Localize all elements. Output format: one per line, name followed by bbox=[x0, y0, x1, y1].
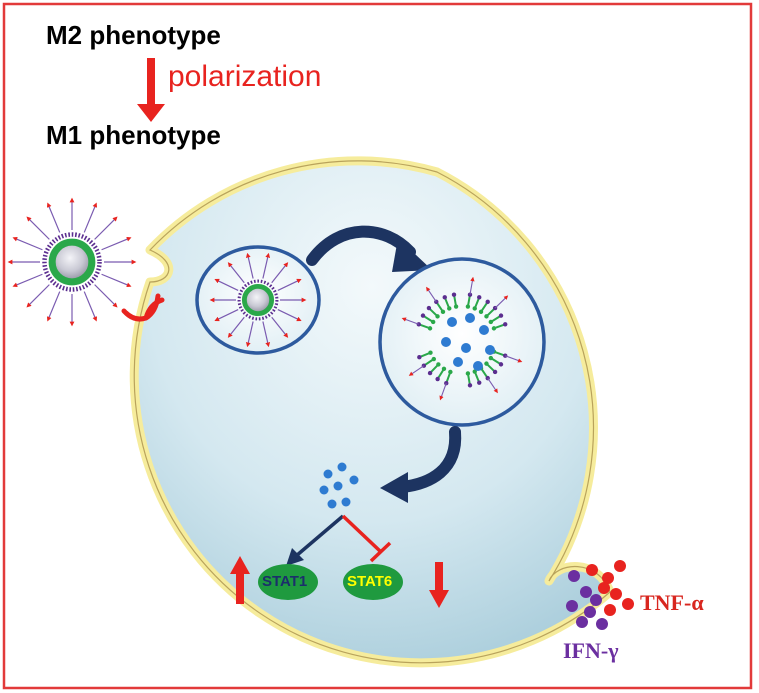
polarization-label: polarization bbox=[168, 60, 322, 93]
stat6-inhibition-icon bbox=[341, 514, 392, 563]
cell-membrane-edge bbox=[133, 160, 611, 664]
stat1-activation-arrow-icon bbox=[286, 514, 345, 566]
drug-release-arrow-icon bbox=[380, 426, 462, 503]
m1-phenotype-label: M1 phenotype bbox=[46, 120, 221, 150]
released-drug-dots bbox=[319, 462, 359, 509]
nanoparticle-extracellular-icon bbox=[7, 197, 137, 327]
lysosome-vesicle bbox=[378, 257, 546, 427]
nanoparticle-internalized-icon bbox=[209, 252, 307, 348]
polarization-arrow-icon bbox=[137, 58, 165, 122]
cytokine-cluster bbox=[566, 560, 634, 630]
m2-phenotype-label: M2 phenotype bbox=[46, 20, 221, 50]
stat6-label: STAT6 bbox=[347, 573, 393, 590]
down-arrow-icon bbox=[429, 562, 449, 608]
up-arrow-icon bbox=[230, 556, 250, 604]
tnf-alpha-label: TNF-α bbox=[640, 590, 704, 615]
stat1-node bbox=[258, 564, 318, 600]
stat6-node bbox=[343, 564, 403, 600]
ifn-gamma-label: IFN-γ bbox=[563, 638, 619, 663]
stat1-label: STAT1 bbox=[262, 573, 308, 590]
nanoparticle-disassembly-icon bbox=[401, 276, 523, 401]
receptor-icon bbox=[121, 293, 165, 322]
trafficking-arrow-icon bbox=[306, 225, 432, 272]
